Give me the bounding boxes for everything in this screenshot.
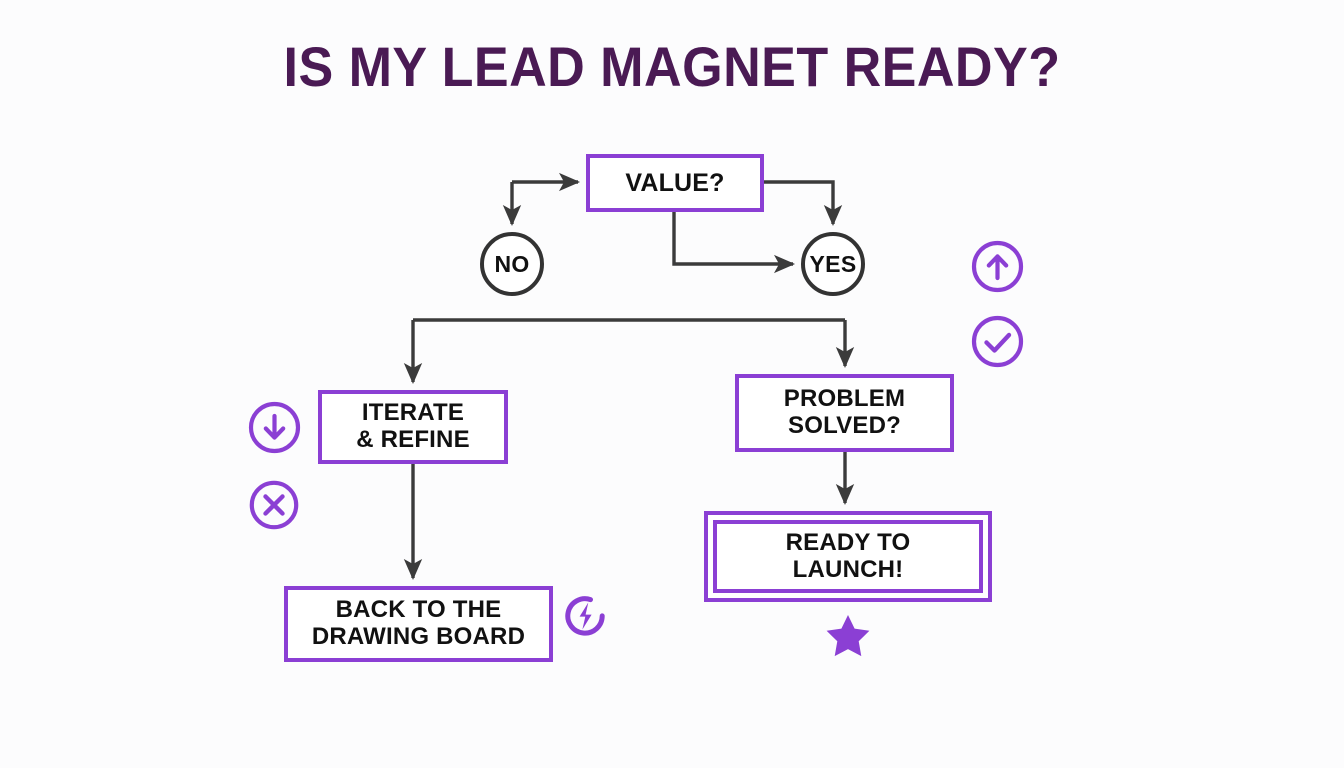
arrow-up-circle-icon (970, 239, 1025, 294)
node-value-label: VALUE? (625, 169, 725, 197)
node-yes[interactable]: YES (801, 232, 865, 296)
x-circle-icon (248, 479, 300, 531)
edge-value-to-yes-right (764, 180, 843, 227)
node-ready-to-launch[interactable]: READY TO LAUNCH! (704, 511, 992, 602)
node-ready-to-launch-inner: READY TO LAUNCH! (713, 520, 983, 593)
node-iterate-refine-label: ITERATE & REFINE (356, 399, 470, 453)
node-back-to-drawing-board[interactable]: BACK TO THE DRAWING BOARD (284, 586, 553, 662)
node-back-to-drawing-board-label: BACK TO THE DRAWING BOARD (311, 596, 526, 650)
page-title: IS MY LEAD MAGNET READY? (283, 35, 1061, 98)
star-icon (825, 613, 871, 657)
node-iterate-refine[interactable]: ITERATE & REFINE (318, 390, 508, 464)
lightning-bolt-circle-icon (563, 594, 607, 638)
node-no-label: NO (494, 250, 530, 277)
check-circle-icon (970, 314, 1025, 369)
node-problem-solved-label: PROBLEM SOLVED? (783, 385, 906, 439)
node-ready-to-launch-label: READY TO LAUNCH! (785, 528, 911, 583)
node-yes-label: YES (809, 250, 857, 277)
edge-value-to-yes-bottom (672, 212, 796, 274)
node-problem-solved[interactable]: PROBLEM SOLVED? (735, 374, 954, 452)
node-no[interactable]: NO (480, 232, 544, 296)
arrow-down-circle-icon (247, 400, 302, 455)
node-value[interactable]: VALUE? (586, 154, 764, 212)
